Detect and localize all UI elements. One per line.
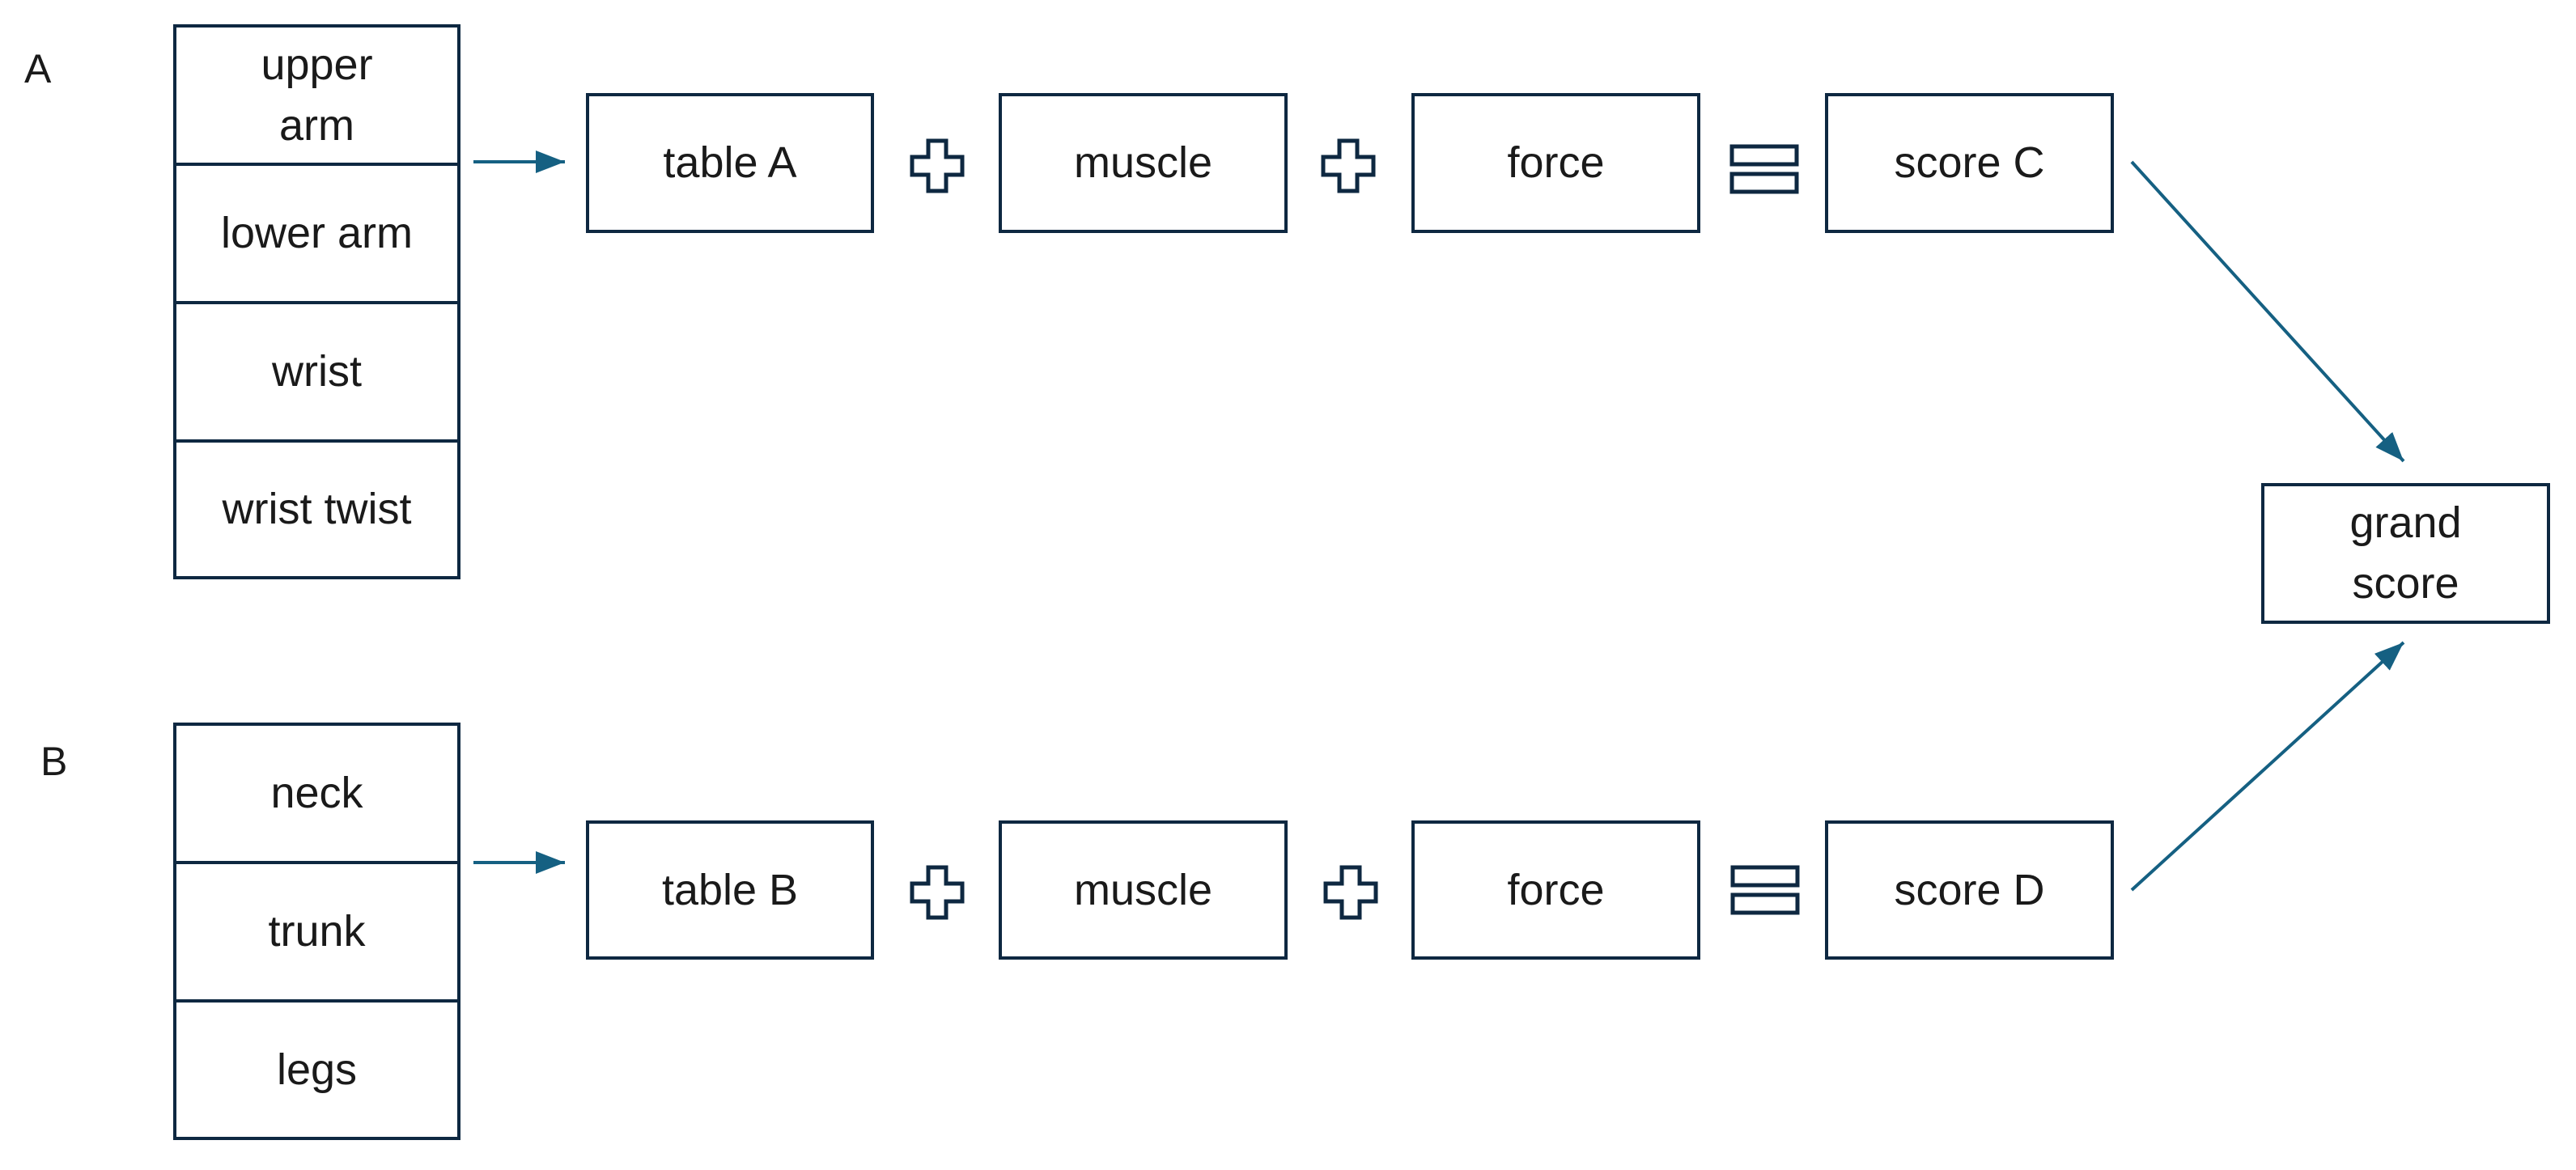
section-a-label: A <box>24 46 52 91</box>
muscle-a-box: muscle <box>999 93 1288 233</box>
force-b-box: force <box>1411 820 1700 960</box>
arrow-to-grand-score-icon <box>2130 641 2405 892</box>
equals-icon <box>1730 865 1800 915</box>
grand-score-box: grand score <box>2261 483 2550 624</box>
table-b-box: table B <box>586 820 874 960</box>
plus-icon <box>1321 138 1376 193</box>
input-cell-wrist-twist: wrist twist <box>222 485 412 534</box>
section-b-label: B <box>40 739 68 784</box>
force-a-box: force <box>1411 93 1700 233</box>
table-a-box: table A <box>586 93 874 233</box>
input-cell-upper-arm: upper arm <box>176 28 457 166</box>
section-a-input-stack: upper arm lower arm wrist wrist twist <box>173 24 460 579</box>
input-cell-lower-arm: lower arm <box>176 166 457 304</box>
muscle-b-box: muscle <box>999 820 1288 960</box>
input-cell-neck: neck <box>176 726 457 864</box>
equals-icon <box>1729 144 1799 194</box>
plus-icon <box>910 865 965 920</box>
plus-icon <box>910 138 965 193</box>
input-cell-wrist: wrist <box>176 304 457 443</box>
input-cell-trunk: trunk <box>176 864 457 1003</box>
score-d-box: score D <box>1825 820 2114 960</box>
score-c-box: score C <box>1825 93 2114 233</box>
arrow-to-grand-score-icon <box>2130 160 2405 463</box>
plus-icon <box>1323 865 1378 920</box>
section-b-input-stack: neck trunk legs <box>173 723 460 1140</box>
input-cell-legs: legs <box>276 1045 358 1094</box>
